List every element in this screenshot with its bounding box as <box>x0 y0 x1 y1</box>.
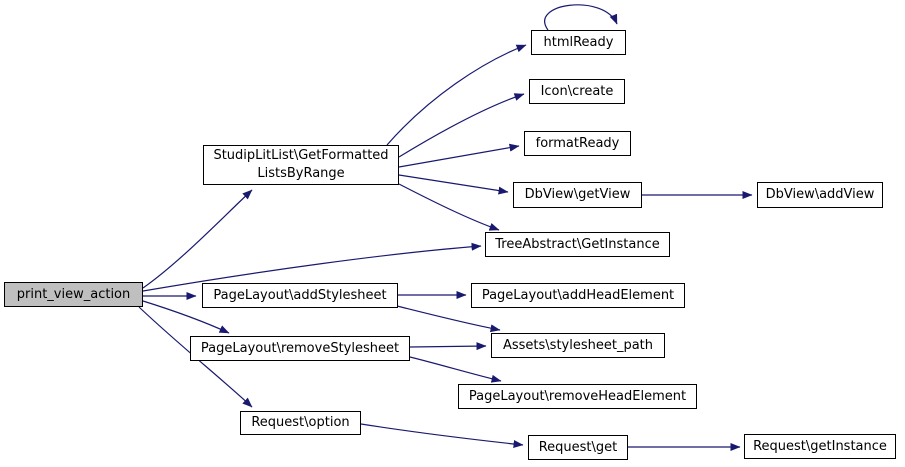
node-pagelayout-addstylesheet[interactable]: PageLayout\addStylesheet <box>202 283 398 308</box>
node-print-view-action: print_view_action <box>4 282 143 307</box>
node-pagelayout-removeheadelement[interactable]: PageLayout\removeHeadElement <box>458 384 697 409</box>
node-formatready[interactable]: formatReady <box>524 131 631 156</box>
node-request-get[interactable]: Request\get <box>528 435 628 460</box>
node-dbview-addview[interactable]: DbView\addView <box>757 182 883 208</box>
node-icon-create[interactable]: Icon\create <box>529 79 625 104</box>
node-request-getinstance[interactable]: Request\getInstance <box>744 434 896 459</box>
node-dbview-getview[interactable]: DbView\getView <box>513 182 642 208</box>
edge-print-view-action-to-getformattedlistsbyrange <box>142 189 253 289</box>
node-request-option[interactable]: Request\option <box>240 411 361 435</box>
edge-print-view-action-to-treeabstract-getinstance <box>142 242 482 292</box>
edge-htmlready-self-loop <box>544 4 618 31</box>
edge-getformattedlistsbyrange-to-htmlready <box>386 44 527 146</box>
edge-getformattedlistsbyrange-to-formatready <box>398 143 520 168</box>
node-pagelayout-removestylesheet[interactable]: PageLayout\removeStylesheet <box>190 336 410 361</box>
node-treeabstract-getinstance[interactable]: TreeAbstract\GetInstance <box>485 232 670 257</box>
node-pagelayout-addheadelement[interactable]: PageLayout\addHeadElement <box>471 283 685 308</box>
node-htmlready[interactable]: htmlReady <box>531 30 626 55</box>
edge-request-option-to-request-get <box>360 423 524 448</box>
edge-getformattedlistsbyrange-to-treeabstract-getinstance <box>398 183 500 231</box>
edge-getformattedlistsbyrange-to-dbview-getview <box>398 174 509 195</box>
node-assets-stylesheet-path[interactable]: Assets\stylesheet_path <box>491 333 665 358</box>
edge-print-view-action-to-pagelayout-removestylesheet <box>142 300 230 334</box>
node-studiplitlist-getformattedlistsbyrange[interactable]: StudipLitList\GetFormatted ListsByRange <box>203 145 399 185</box>
edge-pagelayout-removestylesheet-to-assets-stylesheet-path <box>409 342 487 351</box>
edge-pagelayout-addstylesheet-to-assets-stylesheet-path <box>396 305 501 333</box>
edge-getformattedlistsbyrange-to-icon-create <box>398 93 525 158</box>
edge-pagelayout-removestylesheet-to-removeheadelement <box>409 356 502 383</box>
